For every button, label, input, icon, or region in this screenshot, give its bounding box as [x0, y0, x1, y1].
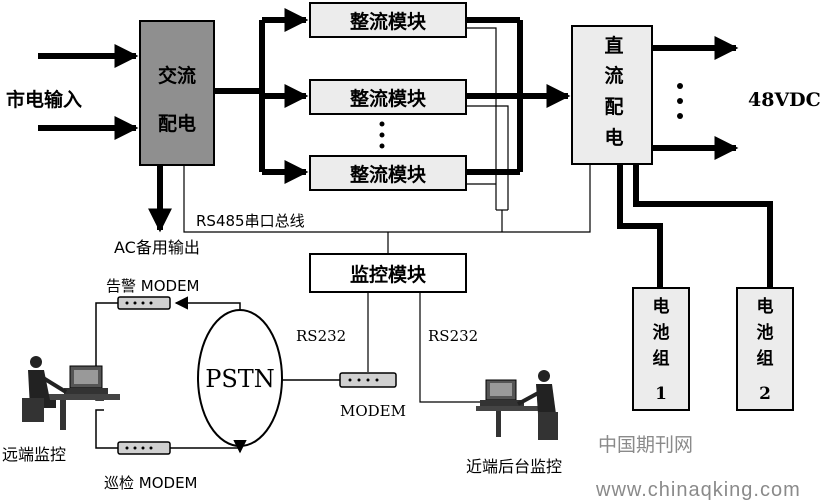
mains-input-label: 市电输入	[6, 88, 82, 111]
ac-distribution-box	[139, 20, 215, 166]
modem-device	[339, 372, 397, 388]
ac-distribution-label-line1: 交流	[158, 64, 196, 87]
dc-distribution-char: 配	[604, 96, 623, 118]
dc-distribution-char: 流	[604, 64, 623, 87]
dc-distribution-char: 电	[604, 126, 623, 149]
battery-label-char: 2	[759, 384, 771, 404]
monitor-module: 监控模块	[309, 253, 467, 293]
rectifier-signal-lines	[466, 27, 509, 210]
dc-output-arrows	[652, 36, 739, 160]
ac-backup-label: AC备用输出	[114, 238, 200, 257]
alarm-modem-label: 告警 MODEM	[106, 277, 200, 295]
rs485-bus-label: RS485串口总线	[196, 212, 305, 230]
mains-input-arrows	[38, 44, 139, 140]
pstn-label: PSTN	[205, 365, 275, 393]
rectifier-ellipsis	[379, 121, 385, 149]
rs232-right-label: RS232	[428, 327, 478, 345]
rectifier-module: 整流模块	[309, 155, 467, 191]
battery-label-char: 1	[655, 384, 667, 404]
battery-label-char: 电	[653, 296, 670, 317]
dc-distribution-char: 直	[604, 34, 623, 57]
ac-to-rectifier-bus	[214, 8, 309, 184]
modem-label: MODEM	[340, 402, 406, 420]
rectifier-module-label: 整流模块	[350, 10, 427, 33]
watermark-cn: 中国期刊网	[598, 434, 693, 456]
pstn-connections	[95, 296, 340, 454]
local-monitor-label: 近端后台监控	[466, 457, 562, 476]
rs485-bus-lines	[183, 164, 591, 254]
dc-output-ellipsis	[677, 83, 683, 119]
dc-distribution-box	[571, 25, 653, 165]
battery-group-1: 电 池 组 1	[632, 287, 690, 411]
watermark-url: www.chinaqking.com	[595, 479, 801, 501]
output-voltage-label: 48VDC	[748, 89, 821, 111]
ac-distribution-label-line2: 配电	[158, 112, 196, 135]
rectifier-module: 整流模块	[309, 79, 467, 115]
patrol-modem-label: 巡检 MODEM	[104, 474, 198, 492]
local-operator-workstation	[476, 370, 558, 440]
battery-label-char: 电	[757, 296, 774, 317]
battery-label-char: 池	[653, 322, 670, 343]
monitor-connections	[367, 292, 500, 403]
rectifier-to-dc-bus	[466, 17, 571, 175]
rectifier-module-label: 整流模块	[350, 87, 427, 110]
monitor-module-label: 监控模块	[350, 263, 427, 286]
battery-label-char: 组	[757, 348, 774, 369]
remote-operator-workstation	[22, 356, 120, 430]
rectifier-module: 整流模块	[309, 2, 467, 38]
patrol-modem-device	[117, 441, 171, 455]
battery-label-char: 池	[757, 322, 774, 343]
remote-monitor-label: 远端监控	[2, 445, 66, 464]
battery-connections	[617, 164, 773, 288]
rectifier-module-label: 整流模块	[350, 163, 427, 186]
battery-group-2: 电 池 组 2	[736, 287, 794, 411]
alarm-modem-device	[117, 296, 171, 310]
battery-label-char: 组	[653, 348, 670, 369]
rs232-left-label: RS232	[296, 327, 346, 345]
